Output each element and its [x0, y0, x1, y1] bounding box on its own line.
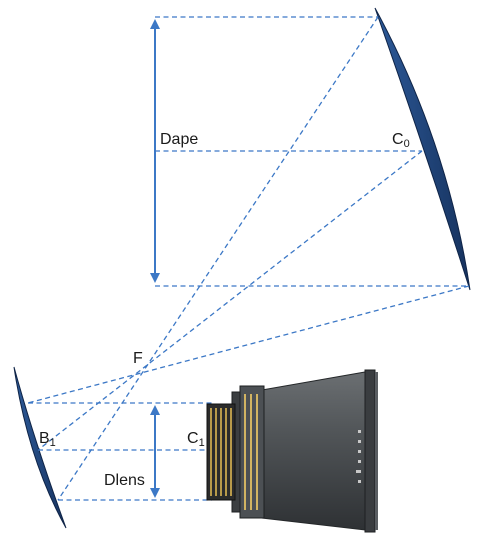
label-c0-sub: 0: [404, 138, 410, 150]
label-c1-sub: 1: [199, 437, 205, 449]
ray-c0-to-b1: [37, 150, 423, 451]
flange-connectors: [356, 430, 361, 483]
ray-bottom-to-lens-top: [27, 285, 470, 404]
label-c1: C1: [187, 430, 205, 449]
primary-mirror: [374, 7, 471, 291]
secondary-mirror: [13, 366, 67, 529]
label-b1: B1: [39, 430, 56, 449]
label-f: F: [133, 350, 143, 367]
label-c0: C0: [392, 131, 410, 150]
camera-flange: [364, 369, 376, 533]
camera-body: [261, 371, 366, 531]
label-dape: Dape: [160, 131, 198, 148]
label-dlens: Dlens: [104, 472, 145, 489]
ray-top-to-lens-bottom: [57, 16, 379, 501]
pcb-pins: [210, 408, 232, 496]
camera-assembly: [206, 369, 378, 533]
mount-pins: [244, 394, 258, 510]
label-b1-sub: 1: [50, 437, 56, 449]
